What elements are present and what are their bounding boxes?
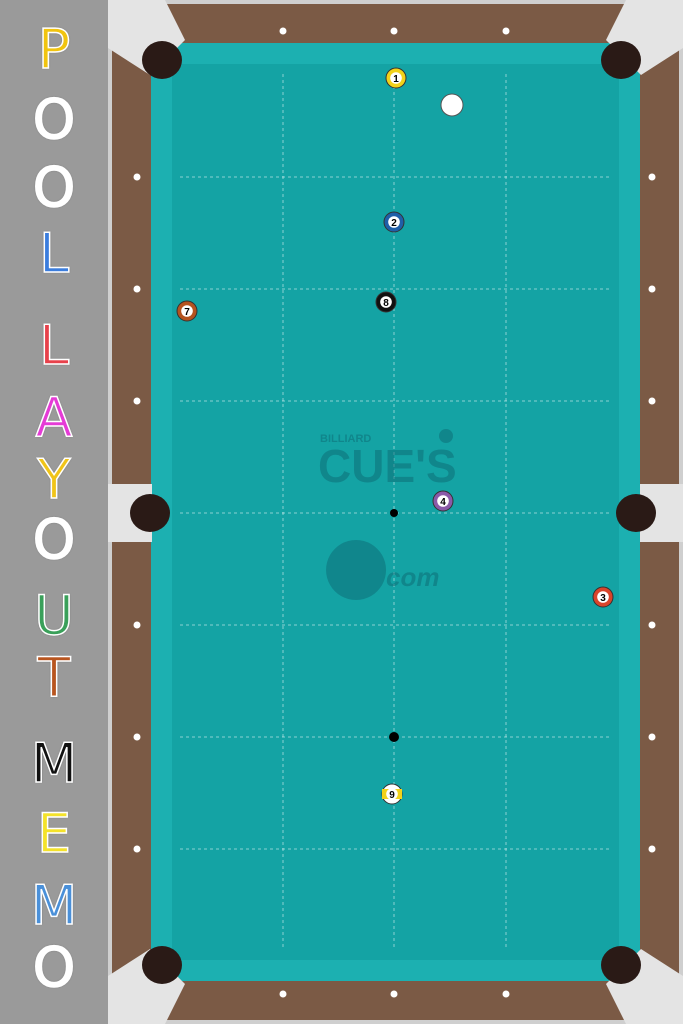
rail-diamond: [133, 173, 141, 181]
title-sidebar: [0, 0, 108, 1024]
logo-d-icon: [326, 540, 387, 600]
pocket-hole: [601, 41, 641, 79]
logo-cue-ball-icon: [439, 429, 453, 443]
logo-main-text: CUE'S: [318, 440, 457, 492]
rail-diamond: [133, 845, 141, 853]
foot-spot: [389, 732, 399, 742]
ball-number: 8: [383, 298, 389, 309]
pool-table[interactable]: BILLIARD CUE'S com 1 2 3 4 7 8 9: [108, 0, 683, 1024]
title-letter: T: [37, 646, 72, 709]
title-letter: L: [38, 222, 70, 285]
ball-3[interactable]: 3: [592, 586, 614, 608]
ball-2[interactable]: 2: [383, 211, 405, 233]
rail-diamond: [133, 621, 141, 629]
pocket-hole: [142, 41, 182, 79]
title-letter: O: [32, 936, 76, 999]
billiard-cues-logo: BILLIARD CUE'S com: [318, 429, 457, 600]
ball-8[interactable]: 8: [375, 291, 397, 313]
logo-small-text: BILLIARD: [320, 433, 371, 445]
ball-number-circle: [380, 296, 392, 308]
balls-layer[interactable]: 1 2 3 4 7 8 9: [176, 67, 614, 805]
ball-1[interactable]: 1: [385, 67, 407, 89]
ball-number: 1: [393, 74, 399, 85]
rail-diamond: [648, 173, 656, 181]
rail-diamond: [133, 733, 141, 741]
title-letter: O: [32, 88, 76, 151]
ball-7[interactable]: 7: [176, 300, 198, 322]
rail-diamond: [502, 990, 510, 998]
title-letter: Y: [37, 448, 72, 511]
ball-number-circle: [181, 305, 193, 317]
rail-diamond: [279, 990, 287, 998]
title-letter: A: [35, 386, 73, 449]
title-letter: M: [30, 732, 78, 795]
rail-diamond: [502, 27, 510, 35]
ball-9[interactable]: 9: [381, 783, 403, 805]
ball-number: 4: [440, 497, 446, 508]
ball-number: 9: [389, 790, 395, 801]
title-letter: U: [33, 584, 74, 647]
pockets: [108, 0, 683, 1024]
rail-diamonds: [133, 27, 656, 998]
ball-number-circle: [437, 495, 449, 507]
ball-number: 2: [391, 218, 397, 229]
ball-number: 3: [600, 593, 606, 604]
ball-number-circle: [390, 72, 402, 84]
rail-diamond: [133, 285, 141, 293]
rail-diamond: [648, 733, 656, 741]
rail-diamond: [390, 990, 398, 998]
ball-number-circle: [388, 216, 400, 228]
rail-diamond: [648, 397, 656, 405]
ball-number-circle: [386, 788, 398, 800]
title-letter: M: [30, 874, 78, 937]
ball-number: 7: [184, 307, 190, 318]
rail-diamond: [648, 845, 656, 853]
ball-4[interactable]: 4: [432, 490, 454, 512]
rail-diamond: [648, 621, 656, 629]
title-letter: O: [32, 508, 76, 571]
pocket-hole: [142, 946, 182, 984]
pocket-hole: [130, 494, 170, 532]
title-letter: E: [36, 802, 72, 865]
rail-diamond: [648, 285, 656, 293]
pocket-hole: [601, 946, 641, 984]
logo-com-text: com: [386, 562, 439, 592]
ball-number-circle: [597, 591, 609, 603]
cue-ball[interactable]: [440, 93, 464, 117]
rail-diamond: [279, 27, 287, 35]
title-letter: P: [37, 18, 71, 81]
title-letter: O: [32, 156, 76, 219]
center-spot: [390, 509, 398, 517]
pocket-hole: [616, 494, 656, 532]
rail-diamond: [133, 397, 141, 405]
rail-diamond: [390, 27, 398, 35]
title-letter: L: [38, 314, 70, 377]
